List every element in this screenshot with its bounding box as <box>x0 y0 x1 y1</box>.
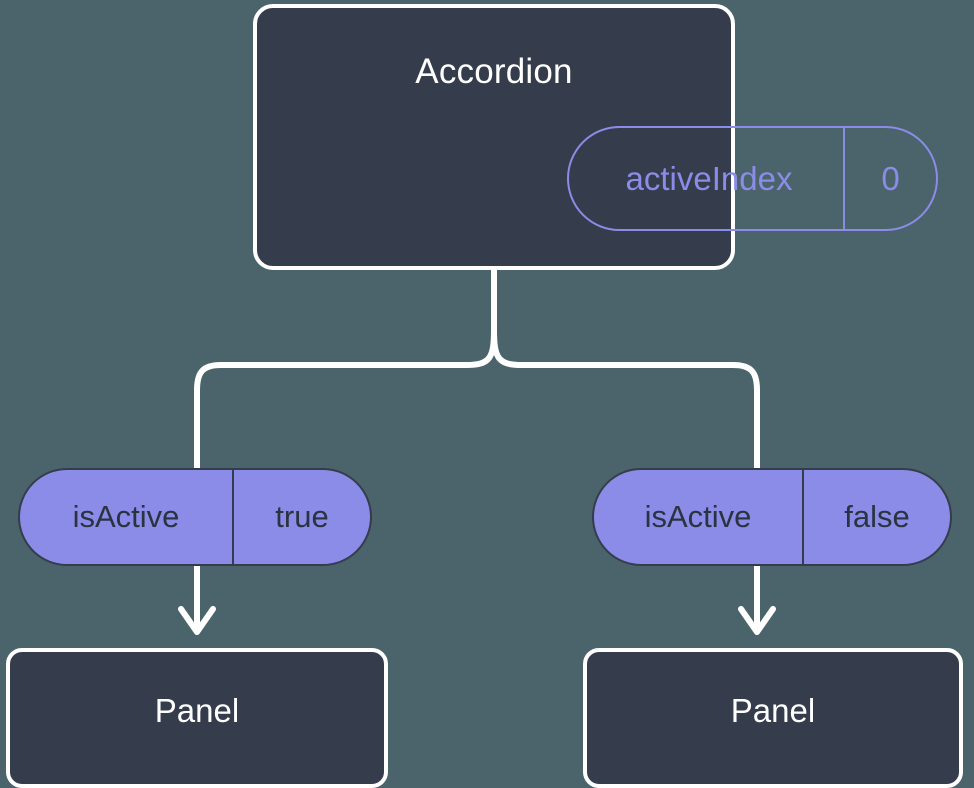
accordion-node-title: Accordion <box>415 52 573 91</box>
accordion-state-pill[interactable]: activeIndex 0 <box>567 126 938 231</box>
panel-node-title-left: Panel <box>154 692 240 729</box>
panel-node-title-right: Panel <box>730 692 816 729</box>
accordion-state-value: 0 <box>881 159 900 197</box>
arrow-head-left-icon <box>178 606 216 635</box>
accordion-component-node[interactable]: Accordion activeIndex 0 <box>253 4 938 270</box>
accordion-state-key: activeIndex <box>569 128 845 229</box>
connector-branch-left <box>194 329 497 468</box>
panel-component-node-right[interactable]: Panel <box>583 648 963 788</box>
panel-prop-key-left: isActive <box>20 470 234 564</box>
arrow-head-right-icon <box>738 606 776 635</box>
panel-component-node-left[interactable]: Panel <box>6 648 388 788</box>
panel-prop-pill-right[interactable]: isActive false <box>592 468 952 566</box>
diagram-canvas: Accordion activeIndex 0 isActive true is… <box>6 4 963 788</box>
connector-branch-right <box>491 329 760 468</box>
panel-prop-value-left: true <box>275 499 329 534</box>
panel-prop-pill-left[interactable]: isActive true <box>18 468 372 566</box>
panel-prop-key-right: isActive <box>594 470 804 564</box>
panel-prop-value-right: false <box>844 499 910 534</box>
